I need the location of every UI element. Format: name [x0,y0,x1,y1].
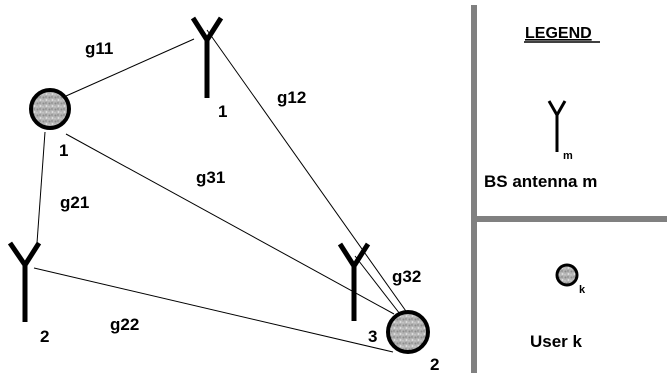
legend-divider-horizontal [477,216,667,222]
link-label-g11: g11 [85,39,113,58]
link-label-g12: g12 [277,88,306,107]
links [33,29,409,353]
link-g31 [65,133,395,315]
antenna-icon [337,242,371,321]
link-g11 [65,38,195,97]
antenna-label-3: 3 [368,327,377,346]
antenna-label-1: 1 [218,102,227,121]
legend-user-label: User k [530,332,583,351]
legend-title: LEGEND [525,25,592,42]
link-g22 [33,267,394,353]
link-g21 [36,131,46,244]
antenna-1: 1 [190,16,227,121]
antenna-icon [7,241,42,322]
user-1: 1 [29,88,71,160]
antenna-icon [190,16,224,98]
user-icon [386,310,430,354]
antenna-icon [547,100,567,152]
link-label-g22: g22 [110,315,139,334]
user-2: 2 [386,310,439,374]
antenna-2: 2 [7,241,49,346]
legend-antenna-sub: m [563,150,573,162]
link-g12 [206,29,409,315]
user-icon [555,263,579,287]
link-g32 [354,255,401,315]
user-icon [29,88,71,130]
link-label-g32: g32 [392,267,421,286]
legend-antenna-label: BS antenna m [484,172,597,191]
user-label-2: 2 [430,355,439,374]
legend: LEGEND m BS antenna m k User k [484,25,600,351]
link-label-g21: g21 [60,193,89,212]
link-label-g31: g31 [196,168,225,187]
legend-divider-vertical [471,5,477,373]
antenna-3: 3 [337,242,377,346]
antenna-label-2: 2 [40,327,49,346]
user-label-1: 1 [59,141,68,160]
legend-user-sub: k [579,284,586,296]
